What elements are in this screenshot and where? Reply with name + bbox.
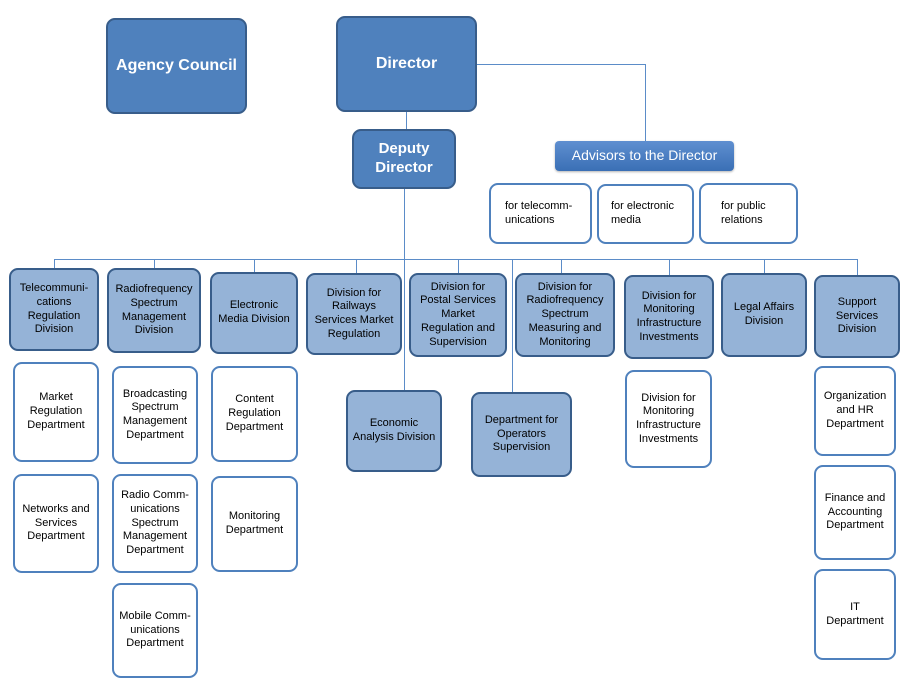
branch-telecom	[54, 259, 55, 268]
division-label: Electronic Media Division	[218, 299, 290, 325]
economic-analysis-label: Economic Analysis Division	[352, 417, 436, 443]
advisor-box: for public relations	[699, 183, 798, 244]
division-box: Division for Railways Services Market Re…	[306, 273, 402, 355]
department-box: Broadcasting Spectrum Management Departm…	[112, 366, 198, 464]
department-box: Monitoring Department	[211, 476, 298, 572]
division-label: Division for Monitoring Infrastructure I…	[636, 289, 702, 343]
department-label: Monitoring Department	[225, 510, 284, 536]
division-label: Division for Railways Services Market Re…	[314, 286, 394, 340]
division-box: Telecommuni-cations Regulation Division	[9, 268, 99, 351]
department-box: Division for Monitoring Infrastructure I…	[625, 370, 712, 468]
agency-council-box: Agency Council	[106, 18, 247, 114]
branch-postal	[458, 259, 459, 273]
department-box: Content Regulation Department	[211, 366, 298, 462]
advisors-header: Advisors to the Director	[555, 141, 734, 171]
department-box: Finance and Accounting Department	[814, 465, 896, 560]
advisors-title: Advisors to the Director	[571, 147, 718, 164]
division-box: Division for Monitoring Infrastructure I…	[624, 275, 714, 359]
department-box: Networks and Services Department	[13, 474, 99, 573]
division-box: Electronic Media Division	[210, 272, 298, 354]
department-box: Organization and HR Department	[814, 366, 896, 456]
advisor-label: for telecomm-unications	[505, 199, 573, 226]
division-label: Radiofrequency Spectrum Management Divis…	[115, 283, 193, 337]
division-label: Telecommuni-cations Regulation Division	[19, 282, 89, 336]
branch-radiofrequency	[154, 259, 155, 268]
advisor-box: for electronic media	[597, 184, 694, 244]
operators-supervision-box: Department for Operators Supervision	[471, 392, 572, 477]
branch-legal	[764, 259, 765, 273]
department-label: Mobile Comm-unications Department	[119, 609, 191, 650]
department-label: IT Department	[826, 600, 884, 627]
branch-railways	[356, 259, 357, 273]
advisors-drop-connector	[645, 64, 646, 142]
director-deputy-connector	[406, 110, 407, 130]
advisor-box: for telecomm-unications	[489, 183, 592, 244]
branch-rf-monitoring	[561, 259, 562, 273]
department-box: Radio Comm-unications Spectrum Managemen…	[112, 474, 198, 573]
agency-council-label: Agency Council	[116, 57, 237, 74]
department-box: Mobile Comm-unications Department	[112, 583, 198, 678]
department-box: IT Department	[814, 569, 896, 660]
department-label: Market Regulation Department	[27, 391, 85, 431]
advisor-label: for electronic media	[611, 200, 674, 226]
operators-supervision-connector	[512, 259, 513, 392]
deputy-trunk-connector	[404, 188, 405, 390]
division-box: Division for Radiofrequency Spectrum Mea…	[515, 273, 615, 357]
division-box: Support Services Division	[814, 275, 900, 358]
department-label: Finance and Accounting Department	[824, 491, 886, 532]
director-label: Director	[375, 55, 438, 72]
department-label: Division for Monitoring Infrastructure I…	[636, 391, 701, 445]
division-label: Division for Postal Services Market Regu…	[420, 280, 496, 348]
division-box: Legal Affairs Division	[721, 273, 807, 357]
department-label: Broadcasting Spectrum Management Departm…	[122, 387, 188, 441]
department-label: Networks and Services Department	[22, 502, 90, 543]
department-label: Content Regulation Department	[225, 393, 284, 433]
division-box: Radiofrequency Spectrum Management Divis…	[107, 268, 201, 353]
division-box: Division for Postal Services Market Regu…	[409, 273, 507, 357]
division-label: Support Services Division	[835, 295, 879, 336]
director-box: Director	[336, 16, 477, 112]
division-label: Legal Affairs Division	[733, 301, 795, 327]
branch-infrastructure	[669, 259, 670, 275]
department-label: Radio Comm-unications Spectrum Managemen…	[121, 489, 189, 557]
branch-electronic-media	[254, 259, 255, 272]
department-box: Market Regulation Department	[13, 362, 99, 462]
deputy-director-box: Deputy Director	[352, 129, 456, 189]
operators-supervision-label: Department for Operators Supervision	[484, 413, 559, 454]
deputy-director-label: Deputy Director	[375, 140, 433, 176]
director-advisors-connector	[477, 64, 645, 65]
divisions-bus-connector	[54, 259, 857, 260]
economic-analysis-box: Economic Analysis Division	[346, 390, 442, 472]
branch-support	[857, 259, 858, 275]
division-label: Division for Radiofrequency Spectrum Mea…	[526, 280, 604, 348]
department-label: Organization and HR Department	[823, 390, 887, 430]
advisor-label: for public relations	[721, 199, 766, 226]
